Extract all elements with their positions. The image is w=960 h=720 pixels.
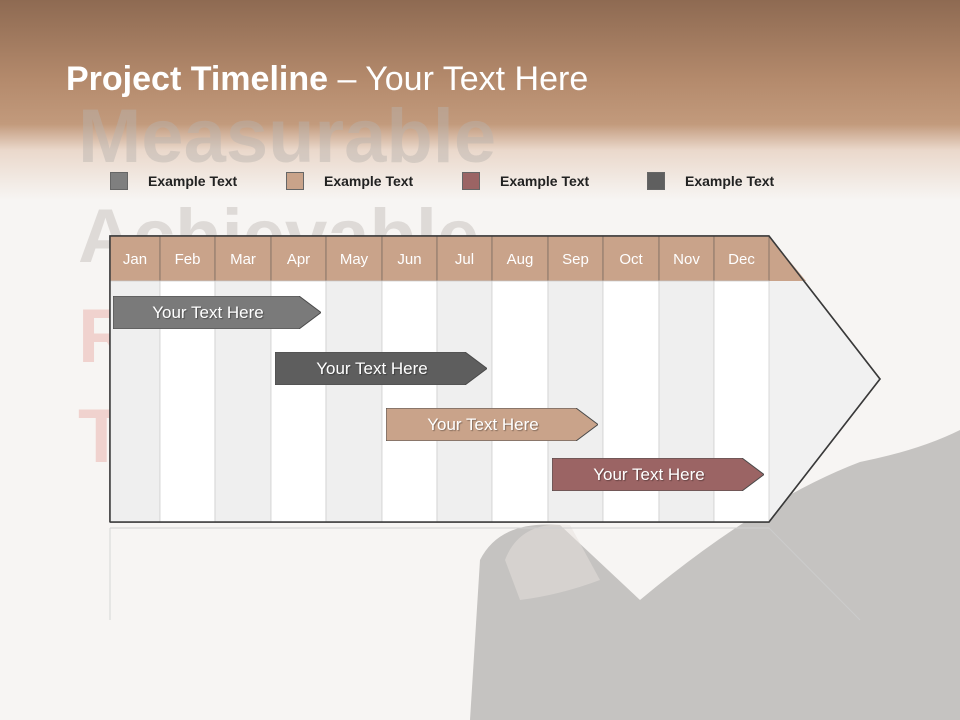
- month-label-jul: Jul: [455, 251, 474, 268]
- reflection-diagonal: [768, 527, 861, 621]
- month-label-feb: Feb: [175, 251, 201, 268]
- month-header-cell: [436, 235, 493, 282]
- task-label: Your Text Here: [593, 464, 705, 484]
- month-label-apr: Apr: [287, 251, 310, 268]
- title-rest: – Your Text Here: [328, 60, 589, 98]
- task-label: Your Text Here: [316, 358, 428, 378]
- task-bar-shape: [275, 352, 487, 385]
- month-label-sep: Sep: [562, 251, 589, 268]
- legend-item-3: Example Text: [462, 171, 589, 191]
- task-label: Your Text Here: [427, 414, 539, 434]
- legend-label: Example Text: [500, 173, 590, 189]
- legend-label: Example Text: [324, 173, 414, 189]
- month-column: [381, 280, 438, 523]
- month-label-may: May: [340, 251, 369, 268]
- month-label-mar: Mar: [230, 251, 256, 268]
- month-label-jun: Jun: [397, 251, 421, 268]
- task-bar-1[interactable]: Your Text Here: [113, 296, 321, 329]
- legend-swatch: [647, 172, 665, 190]
- month-header-cell: [658, 235, 715, 282]
- header-band: [0, 0, 960, 200]
- task-bar-2[interactable]: Your Text Here: [275, 352, 487, 385]
- timeline-outline: [109, 235, 881, 523]
- month-column: [436, 280, 493, 523]
- month-header-cell: [159, 235, 216, 282]
- task-bar-shape: [113, 296, 321, 329]
- legend-item-4: Example Text: [647, 171, 774, 191]
- month-header-cell: [270, 235, 327, 282]
- month-header-cell: [547, 235, 604, 282]
- legend-item-2: Example Text: [286, 171, 413, 191]
- task-bar-shape: [386, 408, 598, 441]
- legend-label: Example Text: [685, 173, 775, 189]
- title-bold: Project Timeline: [66, 60, 329, 98]
- month-label-aug: Aug: [507, 251, 534, 268]
- task-bar-shape: [552, 458, 764, 491]
- page-title: Project Timeline – Your Text Here: [66, 60, 588, 99]
- legend-item-1: Example Text: [110, 171, 237, 191]
- month-label-jan: Jan: [123, 251, 147, 268]
- month-column: [325, 280, 383, 523]
- month-label-dec: Dec: [728, 251, 755, 268]
- task-label: Your Text Here: [152, 302, 264, 322]
- legend-swatch: [286, 172, 304, 190]
- task-bar-4[interactable]: Your Text Here: [552, 458, 764, 491]
- month-label-oct: Oct: [619, 251, 643, 268]
- legend-swatch: [462, 172, 480, 190]
- legend-swatch: [110, 172, 128, 190]
- legend-label: Example Text: [148, 173, 238, 189]
- task-bar-3[interactable]: Your Text Here: [386, 408, 598, 441]
- month-label-nov: Nov: [673, 251, 700, 268]
- month-column: [491, 280, 549, 523]
